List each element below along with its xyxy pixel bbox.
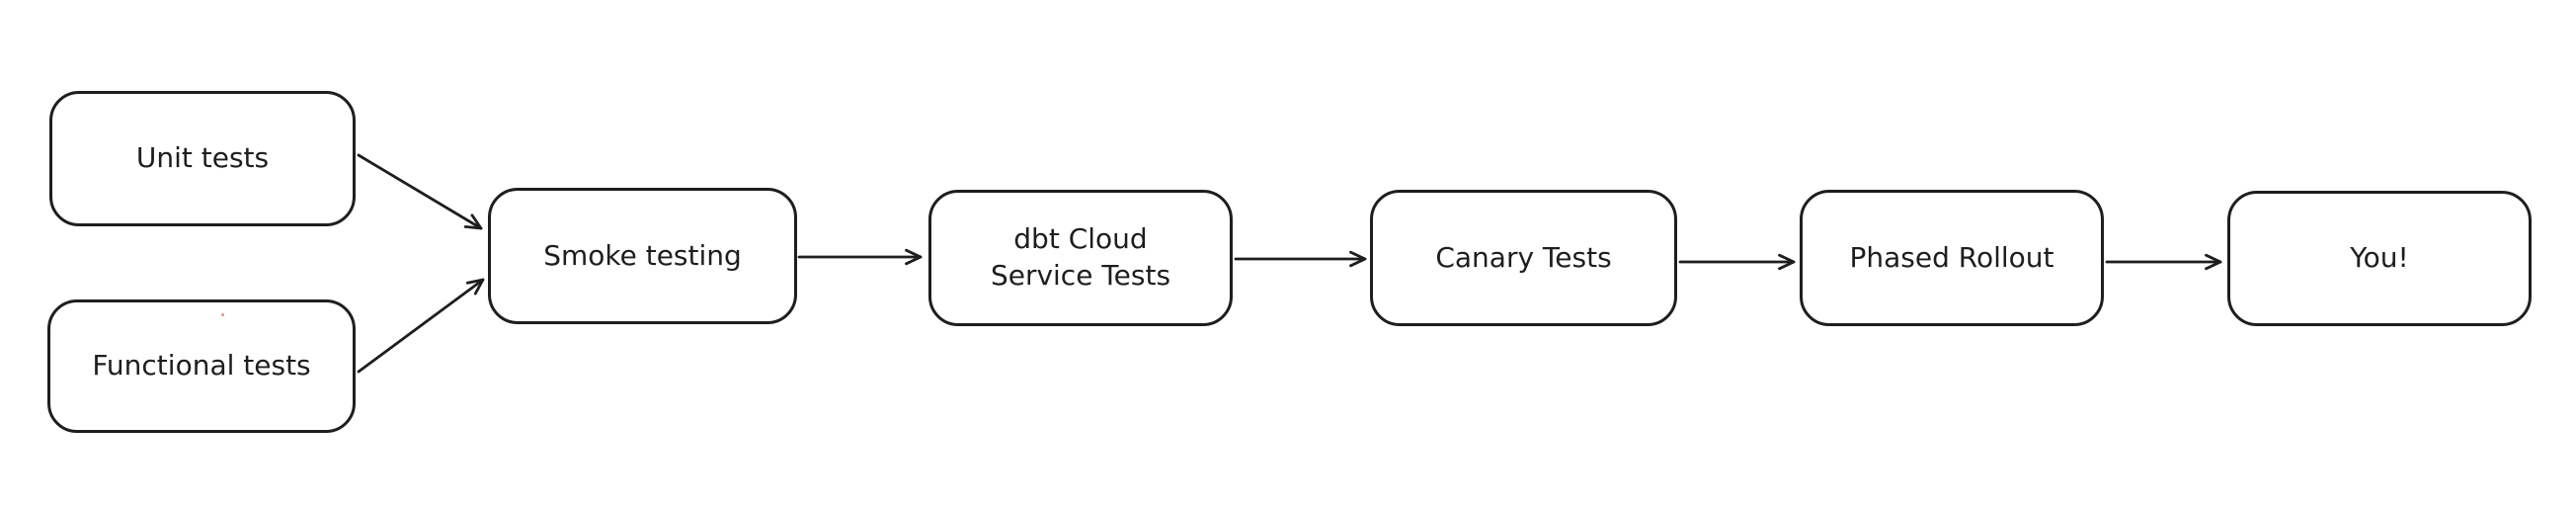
node-dbt-cloud-service-tests: dbt Cloud Service Tests: [928, 190, 1233, 326]
node-smoke-testing: Smoke testing: [488, 188, 797, 324]
node-functional-tests: Functional tests: [47, 299, 356, 433]
arrow-unit-tests-to-smoke-testing: [357, 153, 483, 230]
node-phased-rollout: Phased Rollout: [1800, 190, 2104, 326]
node-unit-tests: Unit tests: [49, 91, 356, 226]
stray-red-dot: [221, 313, 224, 316]
node-you: You!: [2227, 191, 2532, 326]
arrow-canary-tests-to-phased-rollout: [1678, 253, 1796, 271]
arrow-dbt-cloud-service-tests-to-canary-tests: [1234, 250, 1367, 268]
arrow-smoke-testing-to-dbt-cloud-service-tests: [797, 248, 923, 266]
arrow-phased-rollout-to-you: [2105, 253, 2222, 271]
arrow-functional-tests-to-smoke-testing: [357, 278, 485, 374]
node-canary-tests: Canary Tests: [1370, 190, 1677, 326]
